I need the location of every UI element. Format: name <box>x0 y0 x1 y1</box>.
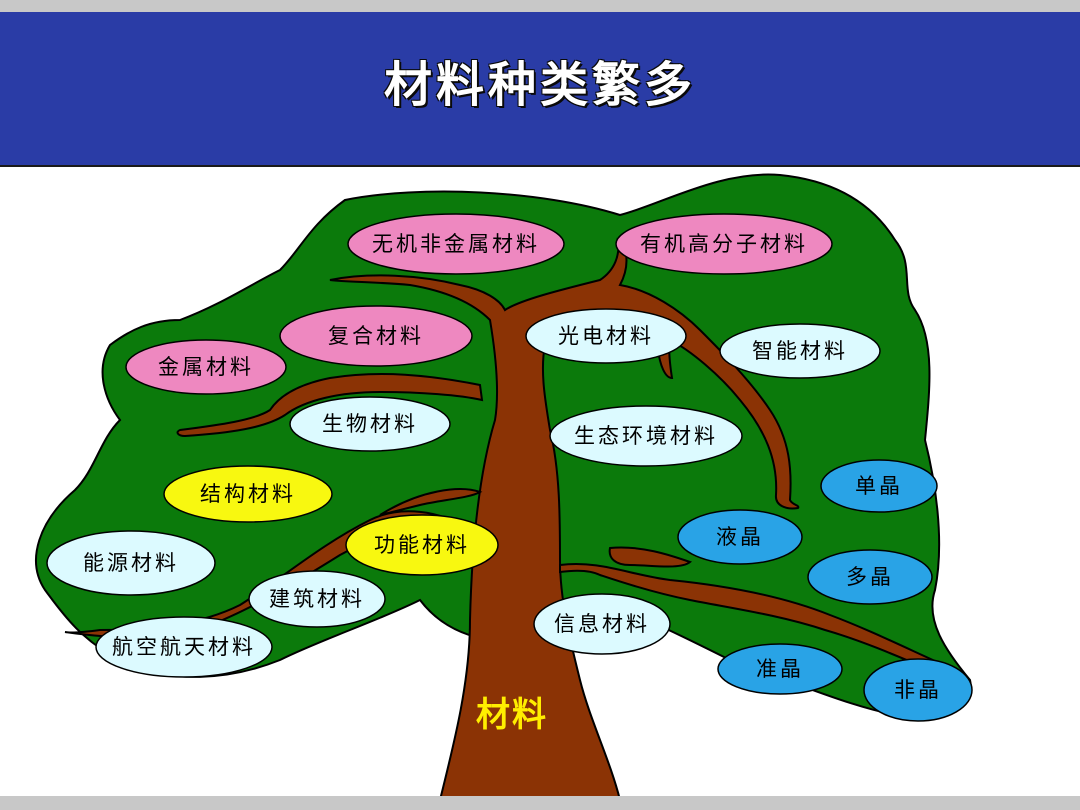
node-structural: 结构材料 <box>163 465 333 523</box>
node-biological: 生物材料 <box>289 396 451 452</box>
node-functional: 功能材料 <box>345 514 499 576</box>
node-inorganic-nonmetal: 无机非金属材料 <box>347 213 565 275</box>
node-label: 无机非金属材料 <box>372 232 540 256</box>
node-aerospace: 航空航天材料 <box>95 616 273 678</box>
root-label: 材料 <box>476 695 548 735</box>
node-label: 生物材料 <box>322 412 418 436</box>
node-optoelectronic: 光电材料 <box>525 308 687 364</box>
node-label: 金属材料 <box>158 355 254 379</box>
node-label: 光电材料 <box>558 324 654 348</box>
node-label: 生态环境材料 <box>574 424 718 448</box>
node-label: 功能材料 <box>374 533 470 557</box>
node-label: 结构材料 <box>200 482 296 506</box>
node-smart: 智能材料 <box>719 323 881 379</box>
node-polycrystal: 多晶 <box>807 549 933 605</box>
node-building: 建筑材料 <box>248 570 386 628</box>
node-label: 多晶 <box>846 565 894 589</box>
node-single-crystal: 单晶 <box>820 459 938 513</box>
node-label: 单晶 <box>855 474 903 498</box>
bottom-strip <box>0 796 1080 810</box>
node-organic-polymer: 有机高分子材料 <box>615 213 833 275</box>
node-label: 准晶 <box>756 657 804 681</box>
node-label: 智能材料 <box>752 339 848 363</box>
node-label: 能源材料 <box>83 551 179 575</box>
node-energy: 能源材料 <box>46 530 216 596</box>
node-liquid-crystal: 液晶 <box>677 509 803 565</box>
node-label: 建筑材料 <box>269 587 365 611</box>
node-label: 液晶 <box>716 525 764 549</box>
top-strip <box>0 0 1080 12</box>
node-label: 复合材料 <box>328 324 424 348</box>
node-label: 非晶 <box>894 678 942 702</box>
node-metal: 金属材料 <box>125 339 287 395</box>
node-label: 有机高分子材料 <box>640 232 808 256</box>
node-label: 航空航天材料 <box>112 635 256 659</box>
node-quasicrystal: 准晶 <box>717 643 843 695</box>
slide-title: 材料种类繁多 <box>383 57 696 113</box>
title-bar <box>0 12 1080 167</box>
node-amorphous: 非晶 <box>863 658 973 722</box>
node-composite: 复合材料 <box>279 305 473 367</box>
node-eco: 生态环境材料 <box>549 405 743 467</box>
node-label: 信息材料 <box>554 612 650 636</box>
node-information: 信息材料 <box>533 593 671 655</box>
